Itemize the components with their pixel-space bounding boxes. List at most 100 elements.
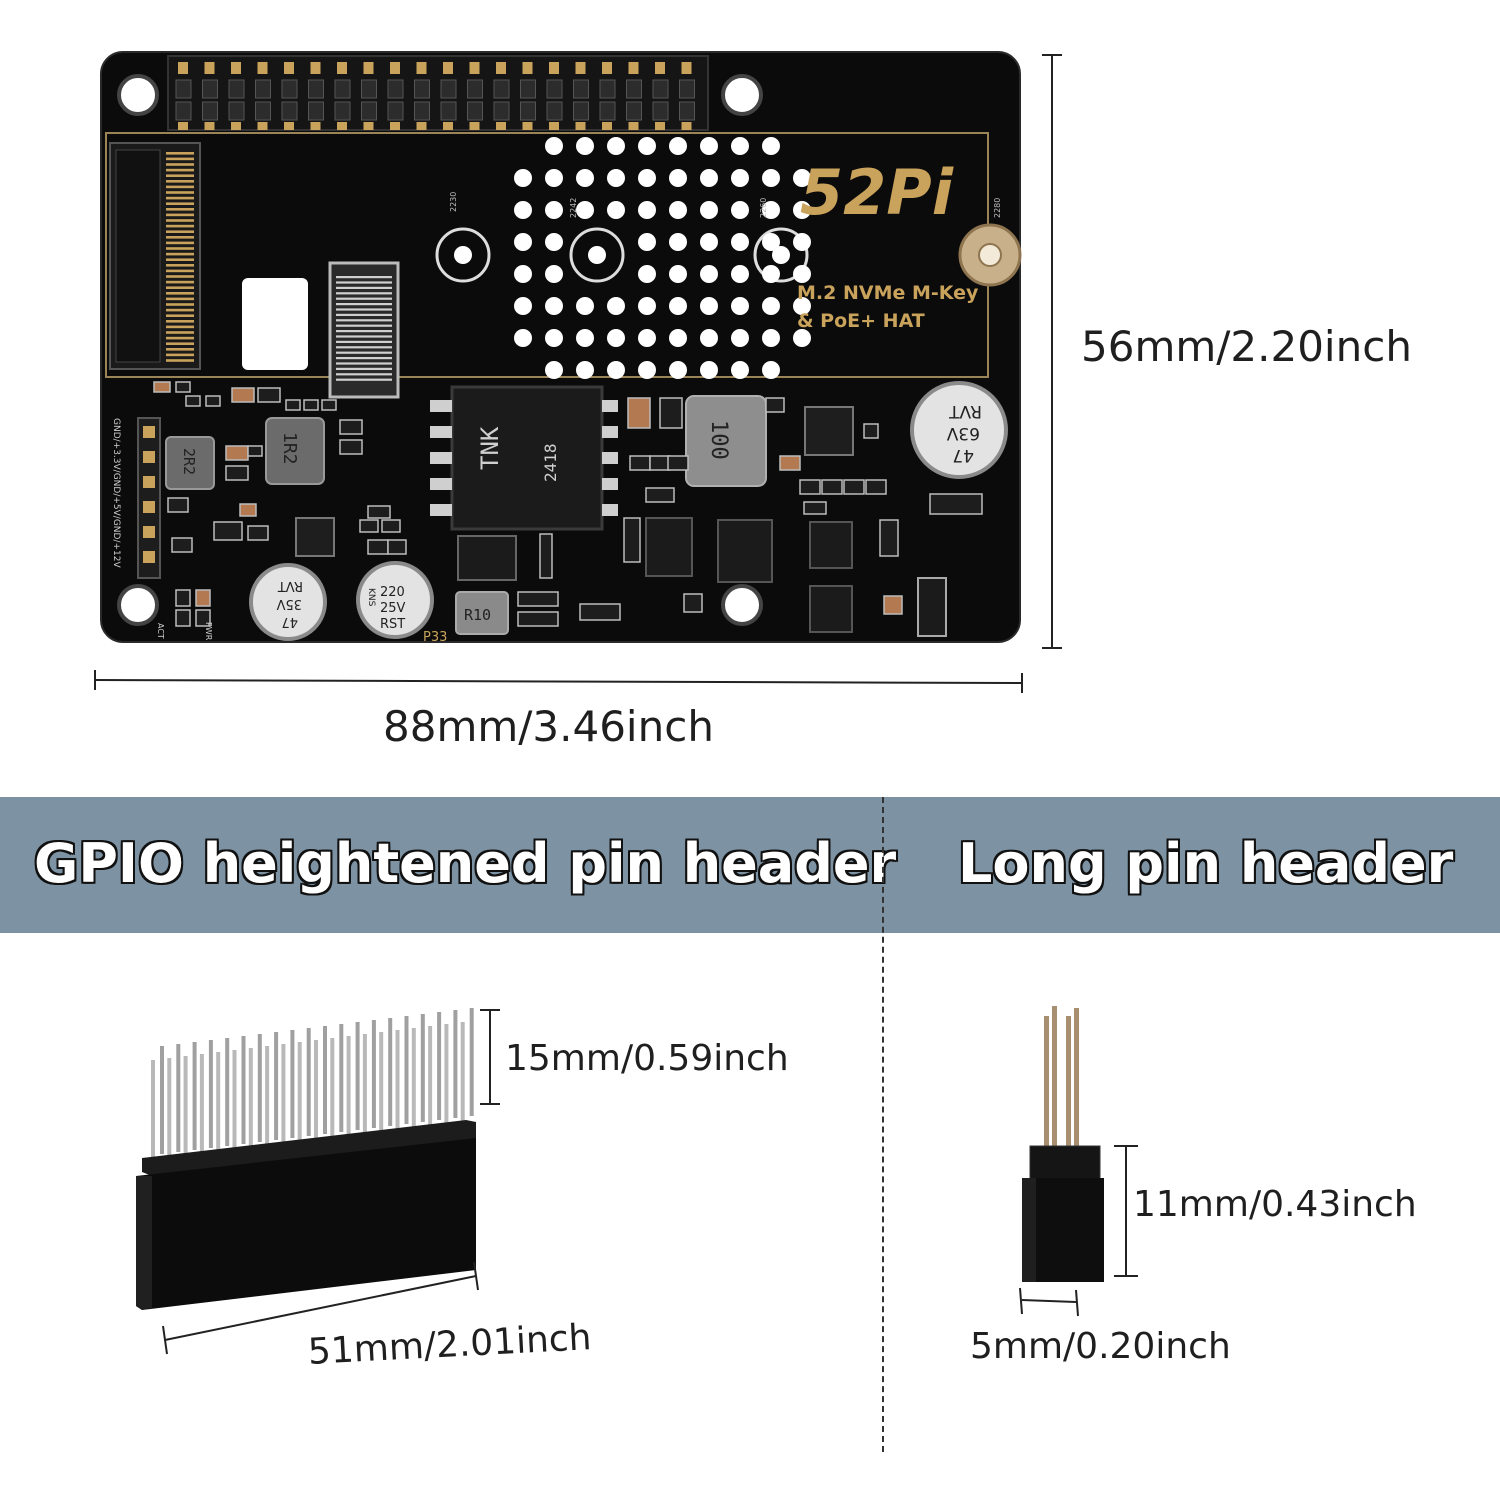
gpio-long-pin-back (257, 1034, 262, 1142)
gpio-socket (255, 79, 271, 99)
fpc-contact (336, 367, 392, 370)
gpio-pin-top (204, 62, 215, 74)
vent-hole (514, 329, 532, 347)
gpio-long-pin-back (388, 1018, 393, 1126)
gpio-pin-top (231, 62, 241, 74)
m2-contact (166, 224, 194, 228)
transformer-label: TNK (476, 426, 504, 470)
m2-contact (166, 180, 194, 183)
vent-hole (576, 201, 594, 219)
vent-hole (545, 297, 563, 315)
smd-part (683, 593, 703, 613)
inductor-r10 (455, 591, 509, 635)
smd-part (153, 381, 171, 393)
gpio-pin-bottom (443, 122, 453, 130)
gpio-pin-top (390, 62, 400, 74)
vent-hole (638, 265, 656, 283)
gpio-pin-bottom (257, 122, 268, 130)
smd-part (175, 609, 191, 627)
m2-contact (166, 168, 194, 172)
smd-part (863, 423, 879, 439)
vent-hole (669, 361, 687, 379)
standoff-hole-2 (569, 227, 625, 283)
gpio-socket (467, 101, 483, 121)
gpio-long-pin-front (411, 1028, 416, 1136)
inductor-2r2-label: 2R2 (180, 448, 198, 475)
vent-hole (638, 137, 656, 155)
smd-part (321, 399, 337, 411)
vent-hole (700, 169, 718, 187)
smd-part (879, 519, 899, 557)
vent-hole (731, 361, 749, 379)
long-header-height-label: 11mm/0.43inch (1133, 1184, 1417, 1225)
transformer-pin-left (430, 400, 452, 412)
gpio-pin-bottom (204, 122, 215, 130)
smd-part (517, 591, 559, 607)
mount-hole-tr (721, 74, 763, 116)
smd-part (367, 505, 391, 519)
smd-part (517, 611, 559, 627)
vent-hole (576, 137, 594, 155)
mount-hole-br (721, 584, 763, 626)
smd-part (247, 445, 263, 457)
vent-hole (731, 201, 749, 219)
vent-hole (545, 329, 563, 347)
vent-hole (576, 297, 594, 315)
cap-63v-line-1: 47 (952, 445, 974, 465)
gpio-pin-top (549, 62, 559, 74)
ic-qfn-2 (804, 406, 854, 456)
gpio-long-pin-back (274, 1032, 279, 1140)
vent-hole (669, 297, 687, 315)
smd-part (195, 589, 211, 607)
power-pin (143, 426, 155, 438)
m2-contact (166, 213, 194, 217)
vent-hole (638, 361, 656, 379)
m2-contact (166, 191, 194, 194)
gpio-pin-top (681, 62, 692, 74)
gpio-socket (652, 101, 669, 121)
m2-contact (166, 320, 194, 323)
m2-contact (166, 208, 194, 211)
smd-part (667, 455, 689, 471)
vent-hole (545, 361, 563, 379)
power-pin (143, 501, 155, 513)
gpio-header-long-pins (151, 1008, 474, 1168)
gpio-long-pin-front (151, 1060, 155, 1168)
m2-contact (166, 157, 194, 161)
m2-contact (166, 252, 194, 256)
vent-hole (700, 233, 718, 251)
gpio-long-pin-back (453, 1010, 458, 1118)
gpio-long-pin-front (232, 1050, 237, 1158)
long-pin-section-title: Long pin header (958, 832, 1454, 895)
m2-length-code: 2280 (993, 198, 1002, 218)
ic-mosfet-1 (809, 521, 853, 569)
long-header-pin (1074, 1008, 1079, 1148)
gpio-socket (493, 101, 510, 121)
gpio-pin-top (496, 62, 506, 74)
passive-components (153, 381, 983, 627)
transformer-pin-left (430, 452, 452, 464)
vent-hole (669, 265, 687, 283)
gpio-long-pin-back (208, 1040, 213, 1148)
vent-hole (638, 201, 656, 219)
vent-hole (669, 201, 687, 219)
gpio-pin-top (628, 62, 639, 74)
vent-hole (762, 169, 780, 187)
vent-hole (576, 361, 594, 379)
header-length-dimension (162, 1261, 479, 1355)
m2-contact (166, 342, 194, 345)
gpio-pin-bottom (231, 122, 241, 130)
fpc-contact (336, 324, 392, 327)
power-pin-label: GND/+3.3V/GND/+5V/GND/+12V (111, 418, 121, 568)
gpio-socket (414, 79, 430, 99)
vent-hole (607, 201, 625, 219)
gpio-socket (493, 79, 510, 99)
gpio-socket (255, 101, 271, 121)
gpio-long-pin-front (281, 1044, 286, 1152)
vent-hole (700, 329, 718, 347)
gpio-socket (573, 79, 589, 99)
vent-hole (793, 169, 811, 187)
smd-part (381, 519, 401, 533)
vent-hole (793, 329, 811, 347)
gpio-long-pin-front (379, 1032, 384, 1140)
